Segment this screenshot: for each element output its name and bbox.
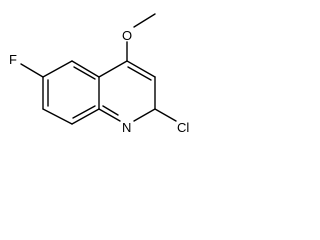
bond-c8a-c8 — [71, 108, 100, 125]
quinoline-structure-diagram: F O N Cl — [9, 13, 189, 135]
bond-c5-c4a-inner — [73, 66, 96, 80]
bond-c6-f — [20, 63, 44, 78]
bond-c4-c3-inner — [127, 66, 152, 81]
bond-c5-c4a — [71, 60, 100, 78]
bond-c8a-c8-inner — [72, 105, 96, 119]
atom-label-oxygen: O — [122, 28, 132, 43]
bond-o-ch3 — [133, 13, 156, 28]
atom-label-nitrogen: N — [122, 120, 131, 135]
bond-c8-c7 — [42, 108, 73, 125]
atom-label-fluorine: F — [9, 52, 17, 67]
bond-c2-cl — [154, 108, 177, 122]
bond-c4a-c4 — [98, 60, 128, 78]
atom-label-chlorine: Cl — [177, 120, 189, 135]
bond-c4-c3 — [126, 60, 156, 78]
bond-c6-c5 — [42, 60, 73, 78]
bond-c2-n1 — [133, 108, 156, 122]
bond-n1-c8a — [98, 108, 121, 122]
bond-n1-c8a-inner — [102, 105, 119, 116]
